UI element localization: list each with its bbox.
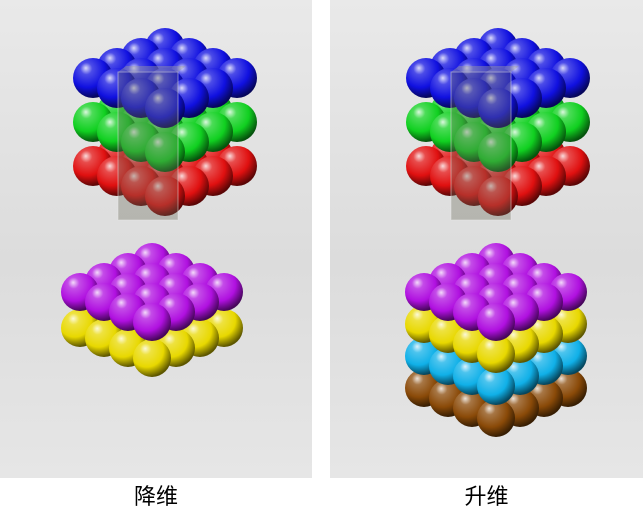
left-bottom-yellow-sphere xyxy=(133,339,171,377)
right-bottom-cyan-sphere xyxy=(477,367,515,405)
left-caption: 降维 xyxy=(133,485,178,510)
right-top-red-sphere xyxy=(478,176,518,216)
left-lattice-group xyxy=(61,28,257,377)
right-highlight-column xyxy=(450,71,512,221)
left-top-red-sphere xyxy=(145,176,185,216)
right-bottom-brown-sphere xyxy=(477,399,515,437)
left-highlight-column xyxy=(117,71,179,221)
right-top-green-sphere xyxy=(478,132,518,172)
right-lattice-group xyxy=(405,28,590,437)
right-highlight-column-cap xyxy=(451,66,519,72)
right-top-blue-sphere xyxy=(478,88,518,128)
left-highlight-column-cap xyxy=(118,66,186,72)
right-caption: 升维 xyxy=(464,485,509,510)
left-top-green-sphere xyxy=(145,132,185,172)
right-bottom-yellow-sphere xyxy=(477,335,515,373)
left-bottom-purple-sphere xyxy=(133,303,171,341)
right-bottom-purple-sphere xyxy=(477,303,515,341)
sphere-lattice-scene xyxy=(61,28,590,437)
left-top-blue-sphere xyxy=(145,88,185,128)
